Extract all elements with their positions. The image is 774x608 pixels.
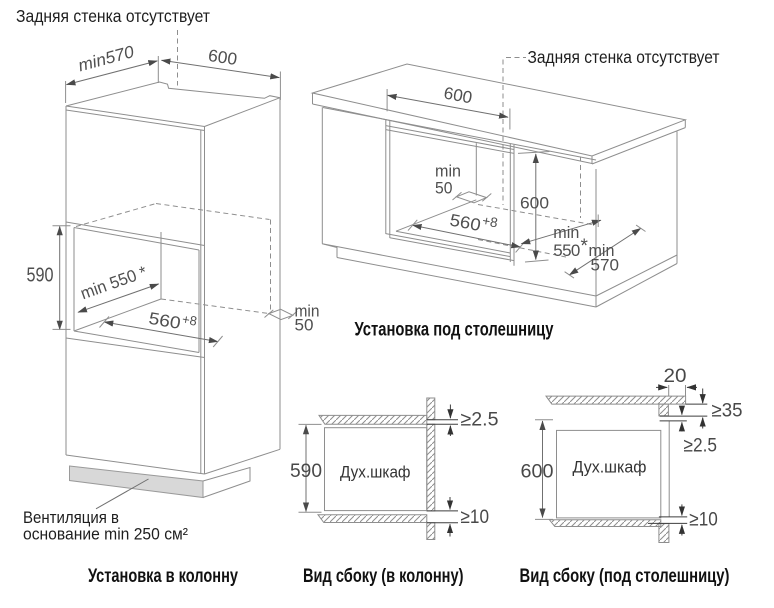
svg-text:50: 50	[295, 317, 314, 335]
svg-text:600: 600	[442, 84, 473, 108]
svg-text:min 550 *: min 550 *	[78, 262, 150, 303]
svg-text:Установка в колонну: Установка в колонну	[88, 566, 238, 587]
svg-text:≥35: ≥35	[712, 400, 743, 422]
svg-text:≥2.5: ≥2.5	[461, 409, 499, 431]
svg-text:≥10: ≥10	[461, 506, 490, 528]
svg-text:Дух.шкаф: Дух.шкаф	[573, 459, 647, 477]
svg-text:Вентиляция в: Вентиляция в	[23, 508, 119, 527]
svg-text:min570: min570	[76, 42, 137, 75]
svg-text:Вид сбоку (под столешницу): Вид сбоку (под столешницу)	[520, 566, 730, 587]
svg-text:≥2.5: ≥2.5	[684, 435, 718, 457]
svg-text:min: min	[295, 303, 320, 321]
svg-text:560: 560	[147, 309, 182, 333]
svg-text:основание min 250 см²: основание min 250 см²	[23, 525, 188, 544]
svg-text:min: min	[553, 223, 579, 242]
svg-text:570: 570	[591, 256, 620, 275]
svg-text:Дух.шкаф: Дух.шкаф	[340, 464, 411, 482]
svg-text:600: 600	[521, 460, 554, 482]
svg-text:560: 560	[448, 211, 482, 235]
svg-text:600: 600	[520, 194, 549, 213]
svg-text:600: 600	[207, 46, 238, 69]
svg-text:+8: +8	[181, 311, 198, 328]
svg-text:≥10: ≥10	[689, 509, 718, 531]
svg-text:50: 50	[435, 180, 453, 198]
svg-text:min: min	[435, 163, 461, 181]
svg-text:550: 550	[553, 241, 580, 260]
svg-text:+8: +8	[481, 213, 499, 231]
svg-text:min: min	[589, 241, 615, 260]
svg-text:Задняя стенка отсутствует: Задняя стенка отсутствует	[528, 47, 720, 67]
svg-text:20: 20	[664, 365, 687, 387]
svg-text:Вид сбоку (в колонну): Вид сбоку (в колонну)	[303, 566, 464, 587]
svg-text:590: 590	[290, 460, 322, 482]
svg-text:Установка под столешницу: Установка под столешницу	[355, 320, 554, 341]
svg-text:*: *	[581, 236, 589, 257]
svg-text:590: 590	[27, 265, 54, 287]
svg-text:Задняя стенка отсутствует: Задняя стенка отсутствует	[16, 6, 210, 26]
